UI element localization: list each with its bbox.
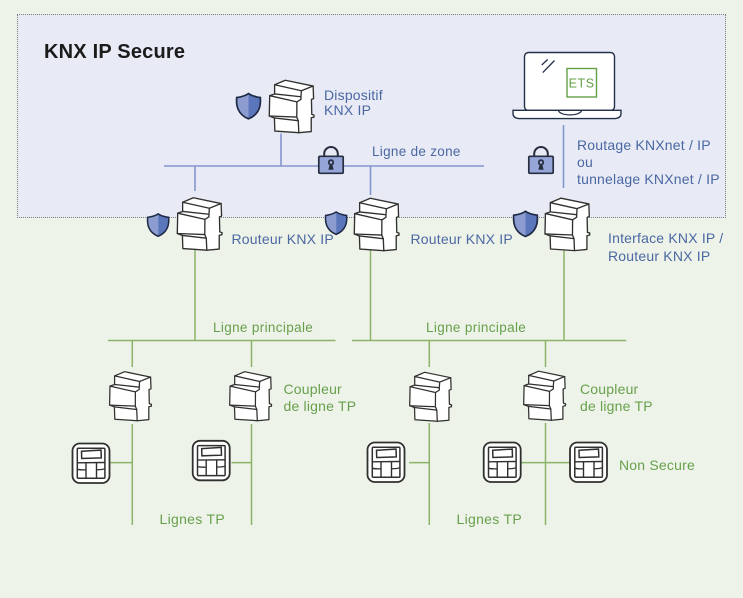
svg-text:ETS: ETS bbox=[569, 77, 595, 91]
